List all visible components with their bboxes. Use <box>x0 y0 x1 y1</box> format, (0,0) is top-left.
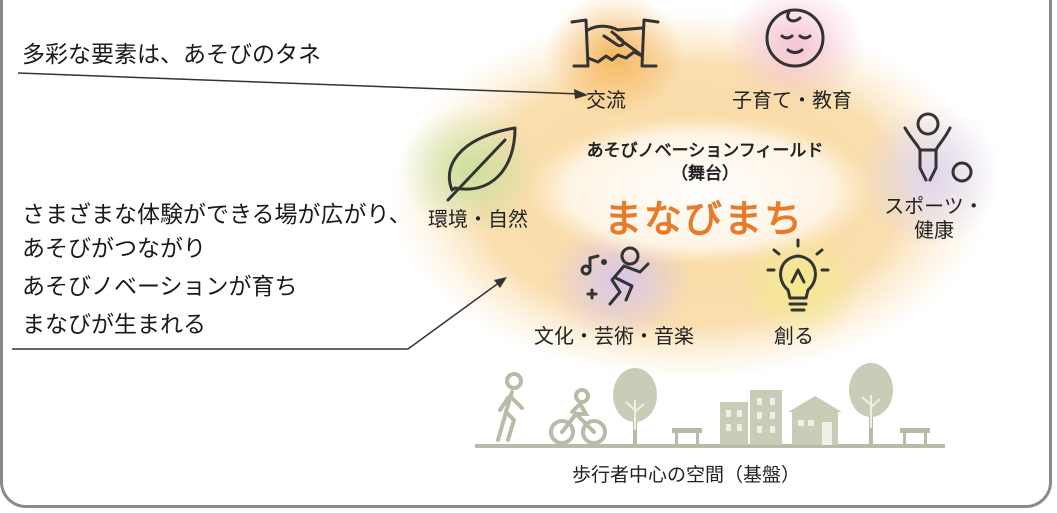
pointer-line-top <box>17 72 581 95</box>
cyclist-icon <box>549 388 607 445</box>
house-icon <box>788 396 842 445</box>
bench-icon <box>672 428 702 445</box>
note-line-2: あそびがつながり <box>22 236 206 262</box>
tree-icon <box>613 368 657 445</box>
building-icon <box>720 390 782 445</box>
node-create: 創る <box>774 324 814 348</box>
lightbulb-icon <box>766 238 830 312</box>
walker-icon <box>496 372 524 442</box>
main-title: まなびまち <box>604 197 805 241</box>
field-title: あそびノベーションフィールド <box>586 141 824 161</box>
stage-label: （舞台） <box>671 164 739 184</box>
seed-note: 多彩な要素は、あそびのタネ <box>22 42 321 68</box>
note-line-3: あそびノベーションが育ち <box>22 274 298 300</box>
center-glow <box>525 115 875 265</box>
node-parenting: 子育て・教育 <box>732 88 852 112</box>
music-dance-icon <box>580 246 650 306</box>
sports-person-icon <box>903 112 973 183</box>
street-scene-illustration <box>475 363 945 448</box>
base-label: 歩行者中心の空間（基盤） <box>572 464 801 486</box>
baby-face-icon <box>765 8 825 68</box>
handshake-icon <box>570 18 660 68</box>
node-sports-line2: 健康 <box>914 218 954 242</box>
node-exchange: 交流 <box>586 88 626 112</box>
arrowhead-top <box>574 89 588 99</box>
node-sports-line1: スポーツ・ <box>884 194 984 218</box>
note-line-4: まなびが生まれる <box>22 312 206 338</box>
node-culture: 文化・芸術・音楽 <box>534 324 694 348</box>
sports-glow <box>858 103 1002 247</box>
arrowhead-bottom <box>494 277 507 288</box>
pointer-line-bottom <box>12 281 501 350</box>
bench-icon <box>900 428 930 445</box>
leaf-icon <box>446 126 517 202</box>
node-nature: 環境・自然 <box>428 207 528 231</box>
note-line-1: さまざまな体験ができる場が広がり、 <box>22 202 412 228</box>
nature-glow <box>400 105 540 235</box>
tree-icon <box>849 363 893 445</box>
